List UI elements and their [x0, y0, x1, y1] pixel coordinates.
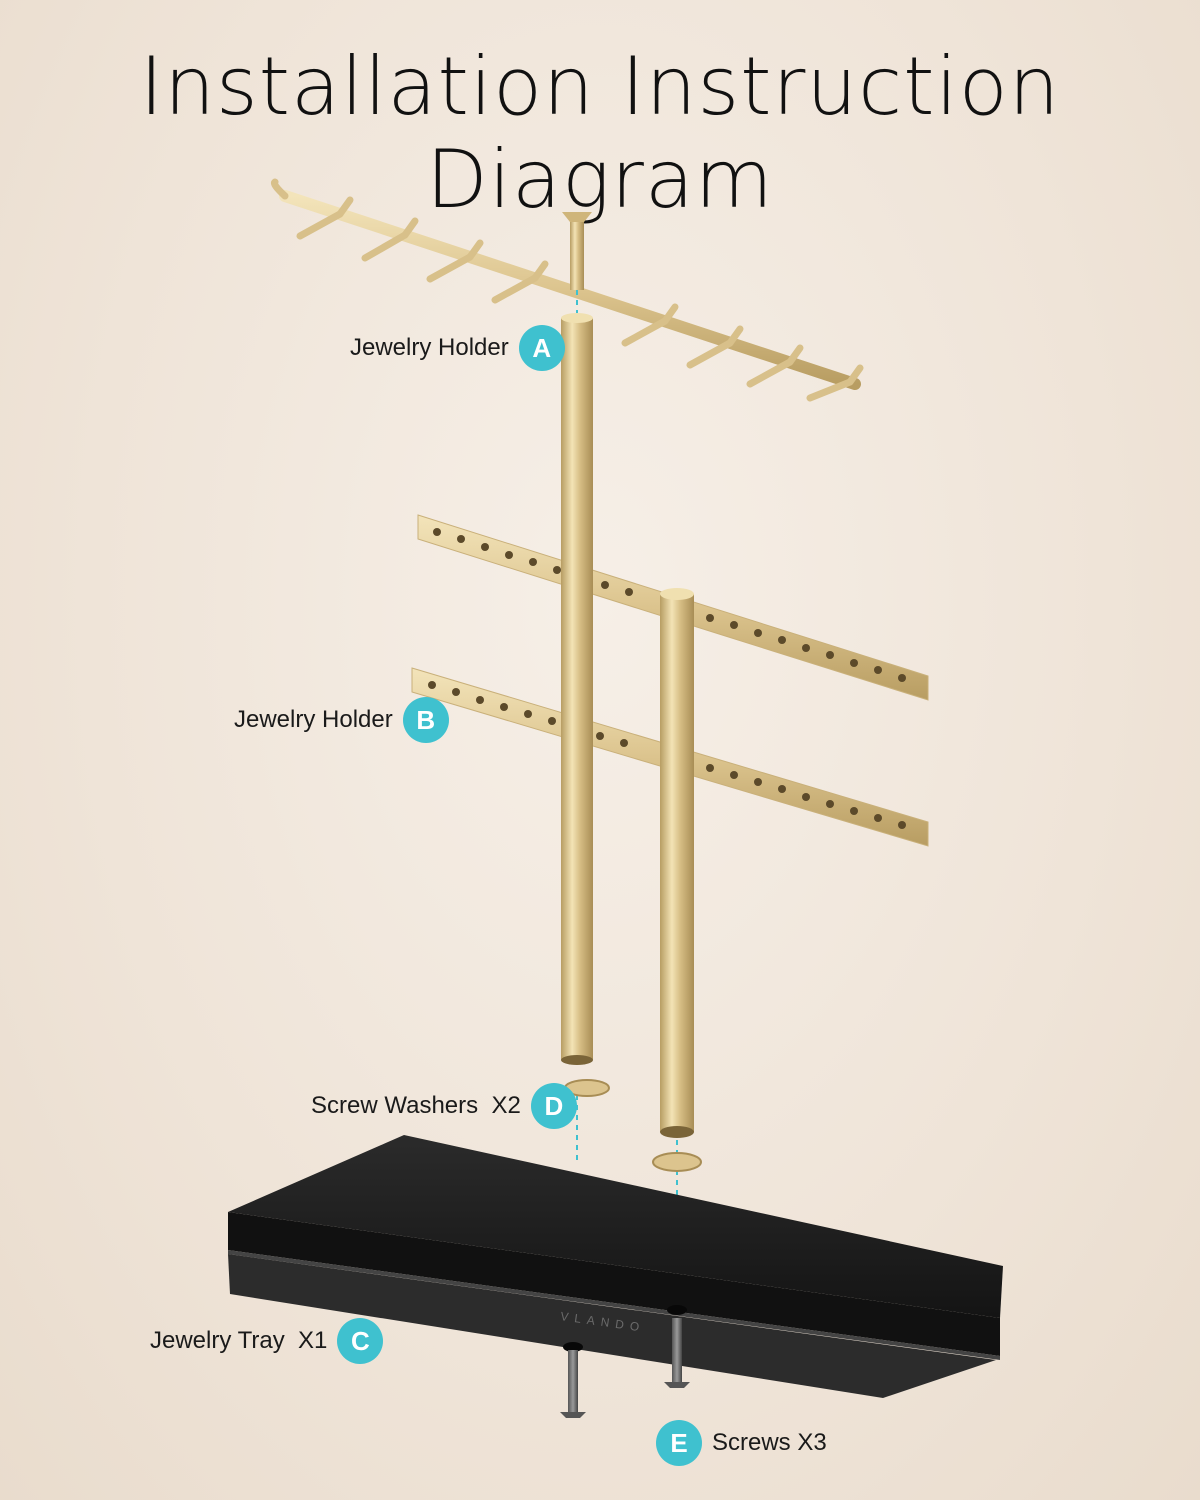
badge-e: E [656, 1420, 702, 1466]
label-jewelry-tray-c: Jewelry Tray X1 C [150, 1318, 384, 1364]
top-bolt [562, 212, 592, 290]
label-text: Screws X3 [712, 1429, 827, 1456]
badge-b: B [402, 697, 449, 743]
screw-1 [560, 1350, 586, 1418]
label-screws-e: E Screws X3 [656, 1420, 827, 1466]
label-screw-washers-d: Screw Washers X2 D [311, 1083, 577, 1129]
label-text: Screw Washers X2 [311, 1092, 521, 1119]
jewelry-tray: VLANDO [228, 1135, 1003, 1398]
label-jewelry-holder-a: Jewelry Holder A [350, 325, 565, 371]
badge-a: A [518, 325, 565, 371]
diagram-title: Installation Instruction Diagram [139, 40, 1061, 226]
screw-2 [664, 1318, 690, 1388]
label-text: Jewelry Tray X1 [150, 1327, 328, 1354]
label-text: Jewelry Holder [350, 334, 509, 361]
washer-2 [652, 1152, 702, 1172]
short-pole [660, 588, 694, 1138]
badge-d: D [530, 1083, 577, 1129]
label-text: Jewelry Holder [234, 706, 393, 733]
label-jewelry-holder-b: Jewelry Holder B [234, 697, 449, 743]
tall-pole [561, 313, 593, 1065]
badge-c: C [337, 1318, 384, 1364]
